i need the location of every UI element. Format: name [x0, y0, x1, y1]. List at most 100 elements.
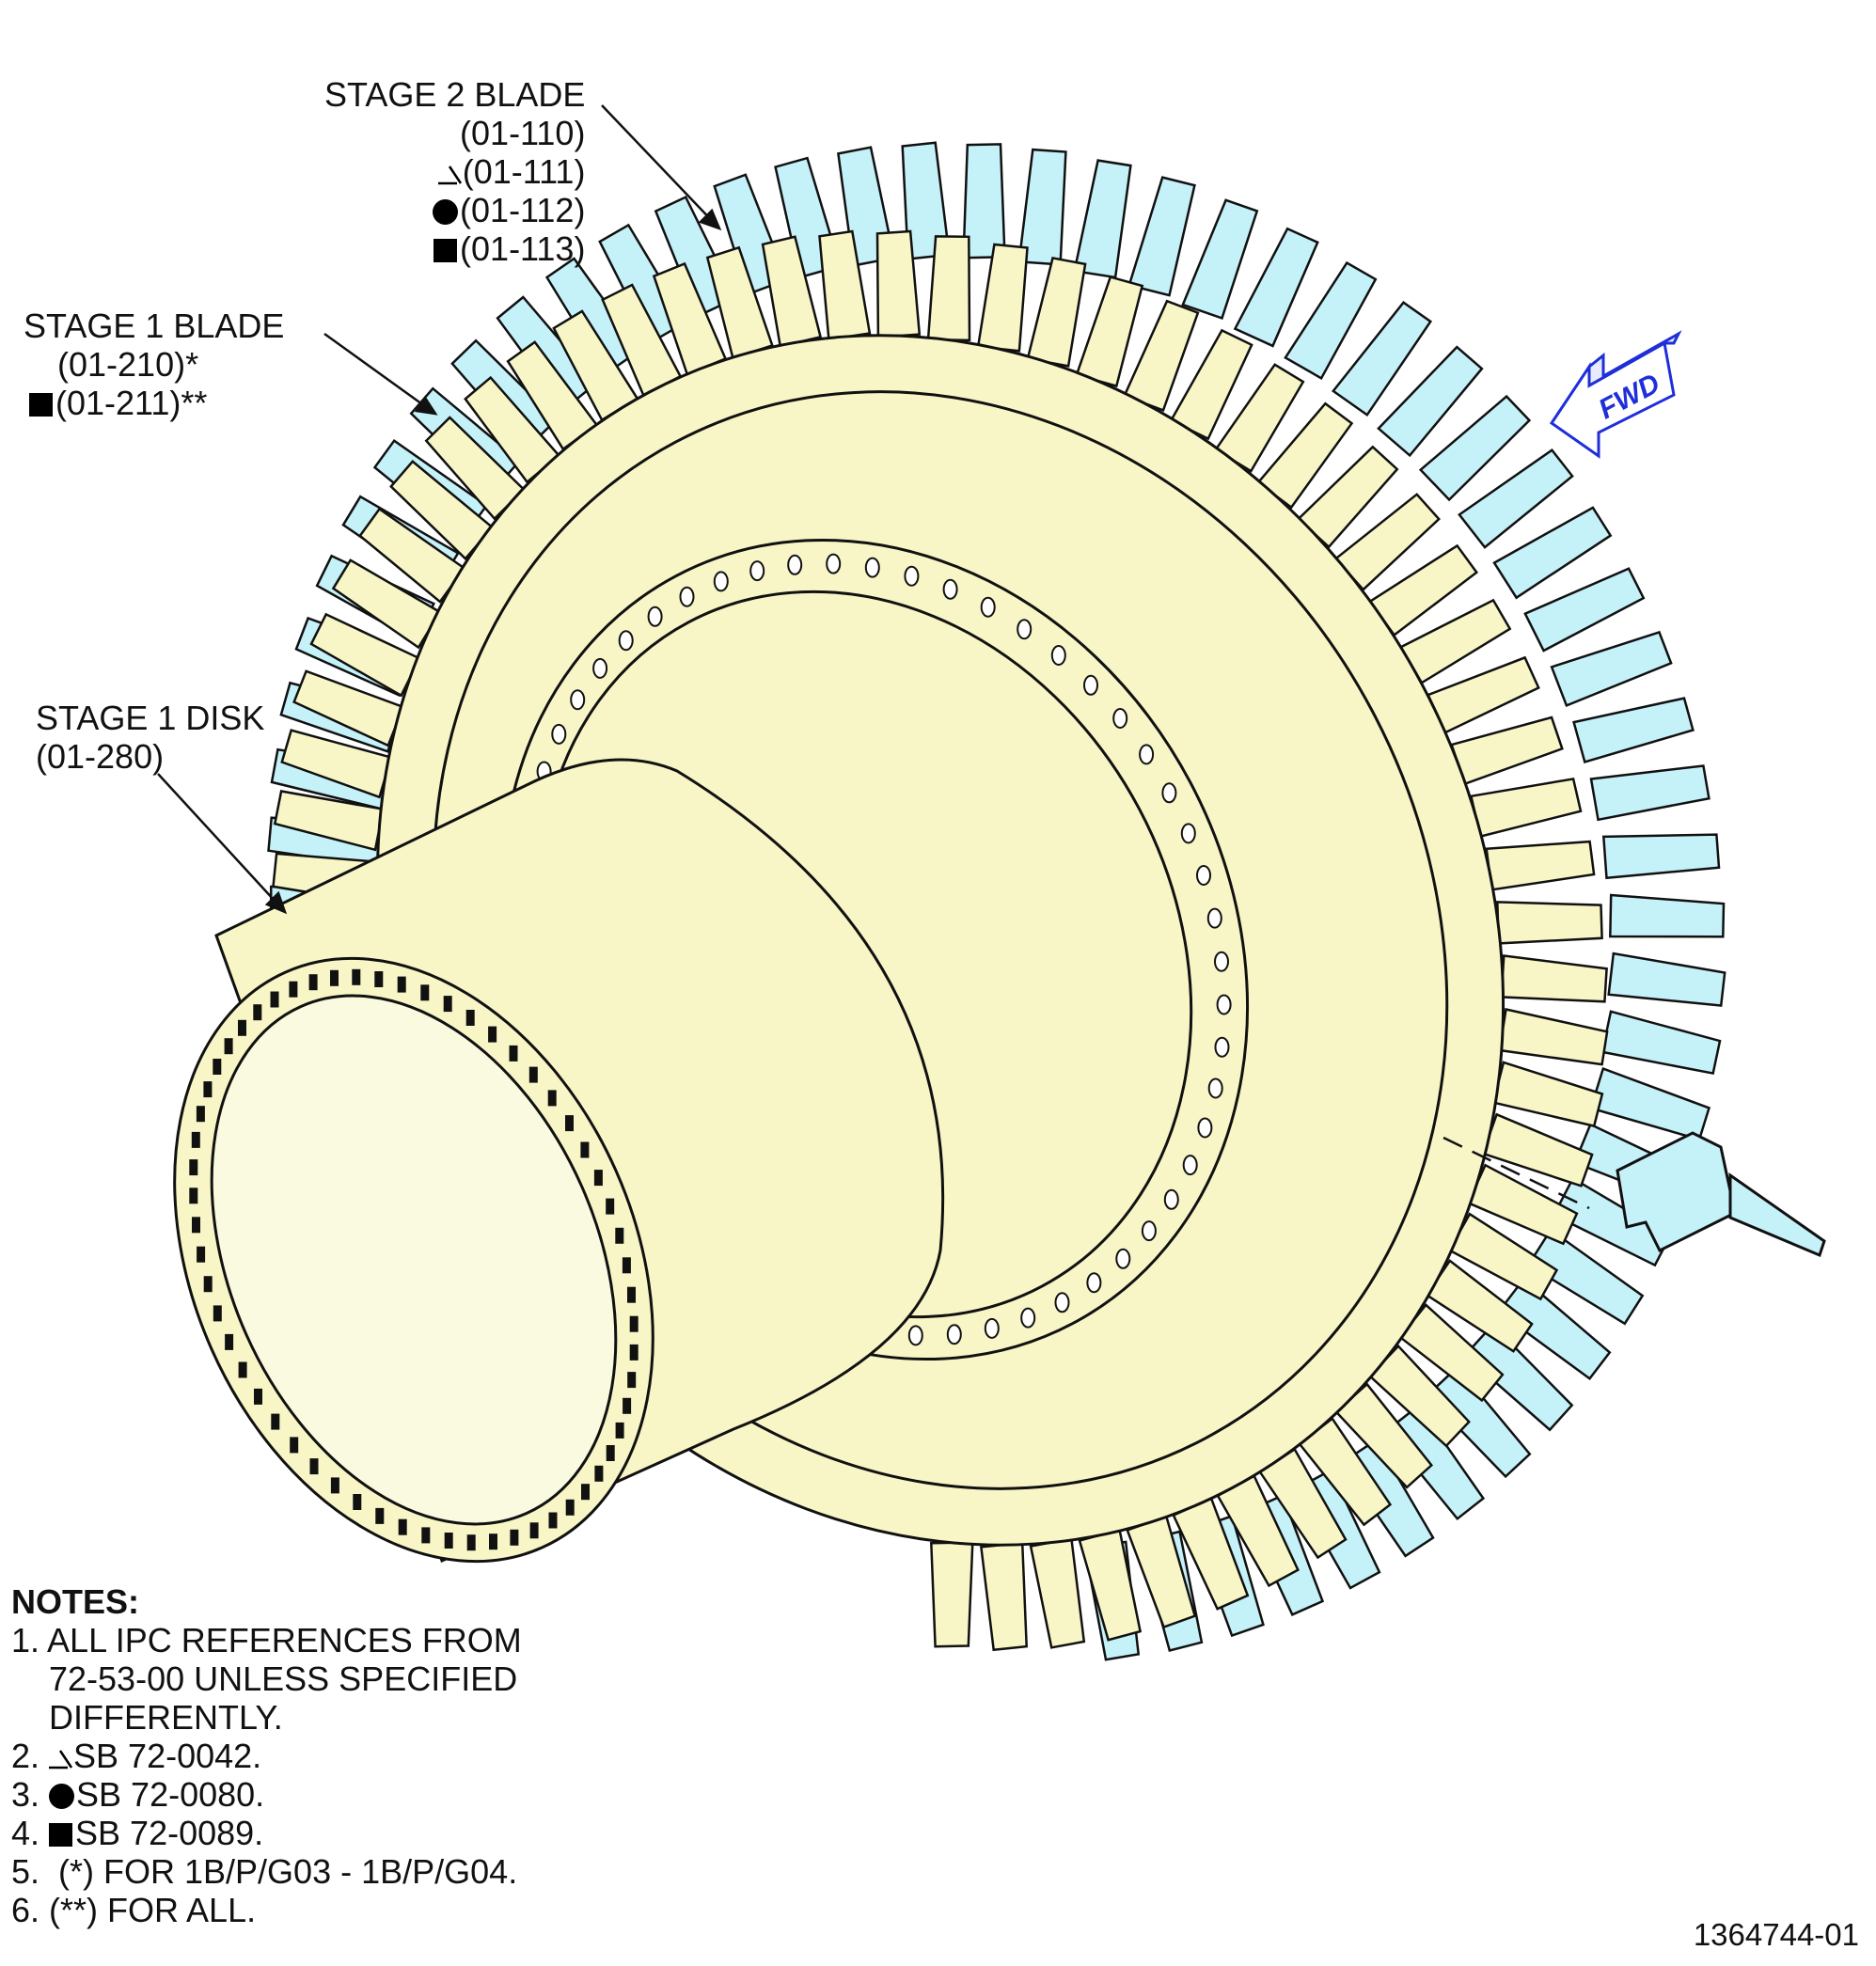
flange-slot	[330, 969, 339, 986]
callout-stage2-ref-2: (01-111)	[324, 152, 585, 191]
note-2: 2. SB 72-0042.	[11, 1737, 262, 1775]
note-4: 4. SB 72-0089.	[11, 1814, 264, 1852]
bolt-hole	[1214, 951, 1229, 972]
bolt-hole	[984, 1317, 1000, 1339]
flange-slot	[308, 974, 318, 991]
flange-slot	[213, 1305, 222, 1322]
bolt-hole	[1050, 645, 1066, 666]
flange-slot	[606, 1198, 615, 1215]
stage1-hub-cylinder	[173, 758, 945, 1564]
bolt-hole	[1207, 1077, 1223, 1099]
sb-0089-square-icon	[49, 1823, 73, 1847]
flange-slots	[189, 968, 638, 1551]
leader-stage1-disk	[157, 773, 286, 913]
flange-slot	[529, 1522, 539, 1539]
flange-slot	[510, 1529, 519, 1546]
leader-stage1-blade	[323, 332, 436, 416]
callout-stage2-blade-title: STAGE 2 BLADE	[324, 75, 586, 114]
bolt-hole	[1112, 708, 1128, 729]
stage2-blade	[1601, 833, 1721, 880]
callout-stage2-ref-1: (01-110)	[460, 114, 586, 152]
detached-stage2-blade	[1616, 1131, 1826, 1258]
stage1-blade-row	[272, 229, 1609, 1652]
callout-stage2-ref-3: (01-112)	[324, 191, 585, 229]
stage1-blade	[1496, 901, 1603, 945]
flange-slot	[629, 1344, 638, 1360]
flange-slot	[443, 996, 452, 1013]
stage2-blade	[1607, 952, 1726, 1007]
stage1-blade	[1491, 1061, 1604, 1128]
flange-slot	[192, 1217, 200, 1234]
stage2-blade	[1572, 697, 1695, 764]
flange-slot	[397, 976, 406, 993]
bolt-hole	[1197, 1117, 1213, 1139]
flange-slot	[606, 1445, 615, 1461]
flange-slot	[627, 1286, 636, 1303]
bolt-hole	[1139, 744, 1155, 765]
fwd-arrow-top-face	[1587, 330, 1682, 388]
bolt-hole	[618, 630, 634, 652]
flange-slot	[254, 1388, 262, 1405]
drawing-number: 1364744-01	[1693, 1917, 1859, 1952]
callout-stage1-ref-1: (01-210)*	[57, 345, 199, 384]
flange-slot	[629, 1315, 638, 1332]
bolt-hole	[980, 596, 996, 618]
flange-slot	[615, 1422, 624, 1439]
flange-slot	[627, 1372, 637, 1389]
stage1-blade	[1078, 1528, 1143, 1642]
stage1-blade	[1075, 275, 1144, 388]
bolt-hole	[946, 1324, 962, 1345]
bolt-hole	[787, 554, 803, 575]
stage2-blade	[1496, 1277, 1612, 1381]
flange-slot	[197, 1246, 206, 1263]
stage2-blade	[1463, 1323, 1574, 1432]
stage2-blade	[1331, 300, 1433, 417]
stage2-blade	[1233, 227, 1319, 348]
flange-slot	[213, 1059, 222, 1075]
flange-slot	[253, 1004, 262, 1021]
bolt-hole	[1086, 1272, 1102, 1294]
note-1-line-1: 1. ALL IPC REFERENCES FROM	[11, 1621, 522, 1659]
flange-slot	[270, 991, 279, 1008]
stage2-blade	[1526, 1228, 1645, 1326]
notes-block: NOTES: 1. ALL IPC REFERENCES FROM 72-53-…	[11, 1582, 522, 1929]
bolt-hole	[907, 1325, 923, 1346]
bolt-hole	[1020, 1307, 1036, 1329]
flange-slot	[565, 1115, 574, 1132]
bolt-hole	[1182, 1155, 1198, 1176]
flange-slot	[465, 1010, 475, 1026]
bolt-hole	[904, 565, 920, 587]
stage1-blade	[926, 235, 971, 342]
flange-slot	[189, 1159, 198, 1176]
flange-slot	[398, 1518, 407, 1535]
sb-0042-triangle-icon	[437, 165, 462, 185]
bolt-hole	[1216, 994, 1232, 1015]
callout-stage1-blade-title: STAGE 1 BLADE	[24, 307, 285, 345]
stage1-blade	[1450, 716, 1564, 786]
sb-0089-square-icon	[434, 239, 458, 262]
bolt-hole	[1163, 1188, 1179, 1210]
bolt-hole	[592, 657, 608, 679]
bolt-hole	[1161, 782, 1177, 804]
note-1-line-3: DIFFERENTLY.	[11, 1698, 283, 1737]
callout-stage1-blade: STAGE 1 BLADE (01-210)* (01-211)**	[24, 307, 284, 422]
stage2-blade	[1523, 567, 1646, 653]
flange-slot	[489, 1533, 497, 1550]
flange-slot	[271, 1413, 280, 1430]
stage2-blade	[1425, 1365, 1532, 1479]
flange-slot	[548, 1512, 558, 1529]
stage2-blade	[1377, 345, 1484, 458]
flange-slot	[225, 1333, 234, 1350]
flange-slot	[203, 1276, 213, 1293]
bolt-hole	[713, 571, 729, 592]
notes-heading: NOTES:	[11, 1582, 140, 1621]
stage2-blade	[1127, 176, 1196, 297]
flange-slot	[580, 1141, 590, 1158]
sb-0042-triangle-icon	[49, 1750, 73, 1769]
stage2-blade	[1600, 1010, 1722, 1076]
stage2-blade	[1589, 764, 1710, 822]
note-3: 3. SB 72-0080.	[11, 1775, 265, 1814]
blade-dovetail	[1616, 1131, 1737, 1253]
flange-slot	[203, 1081, 213, 1098]
bolt-hole	[1083, 674, 1098, 696]
